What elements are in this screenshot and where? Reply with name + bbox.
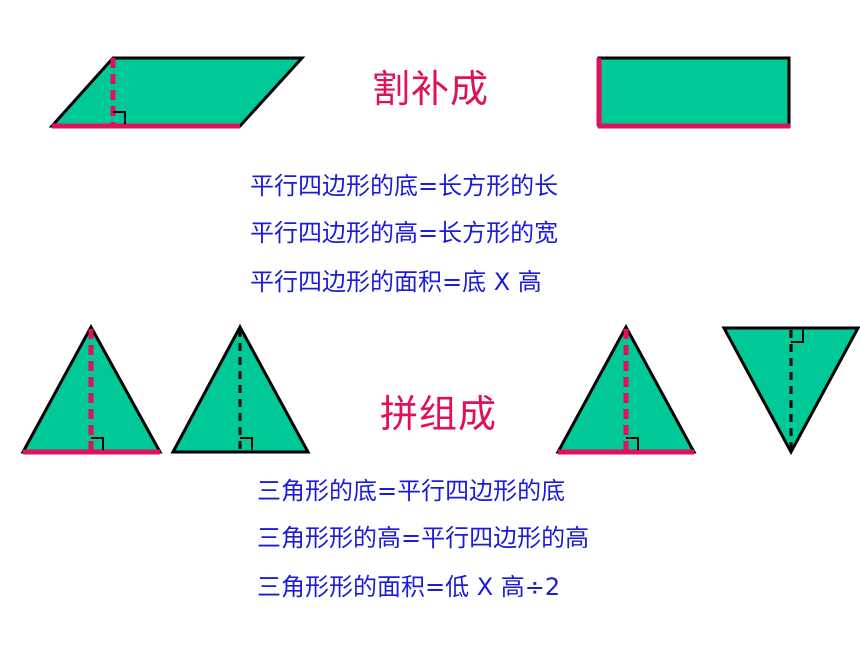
right-angle-marker <box>791 330 804 343</box>
parallelogram-figure <box>48 56 306 129</box>
section-2-line-3: 三角形形的面积=低 X 高÷2 <box>257 573 561 601</box>
section-1-line-3: 平行四边形的面积=底 X 高 <box>250 268 542 296</box>
parallelogram-shape <box>48 56 306 128</box>
rectangle-figure <box>596 56 791 129</box>
section-2-title: 拼组成 <box>380 392 498 436</box>
rectangle-shape <box>597 56 791 128</box>
inverted-triangle-figure <box>721 326 860 456</box>
section-2-line-1: 三角形的底=平行四边形的底 <box>257 477 566 505</box>
right-angle-marker <box>240 437 253 450</box>
section-1-line-2: 平行四边形的高=长方形的宽 <box>250 219 559 247</box>
triangle-1-figure <box>20 323 163 455</box>
section-2-line-2: 三角形形的高=平行四边形的高 <box>257 524 590 552</box>
right-angle-marker <box>113 111 126 124</box>
triangle-3-figure <box>555 323 697 455</box>
section-1-title: 割补成 <box>372 67 490 111</box>
triangle-2-figure <box>170 323 311 454</box>
right-angle-marker <box>91 437 104 450</box>
section-1-line-1: 平行四边形的底=长方形的长 <box>250 172 559 200</box>
right-angle-marker <box>626 437 639 450</box>
